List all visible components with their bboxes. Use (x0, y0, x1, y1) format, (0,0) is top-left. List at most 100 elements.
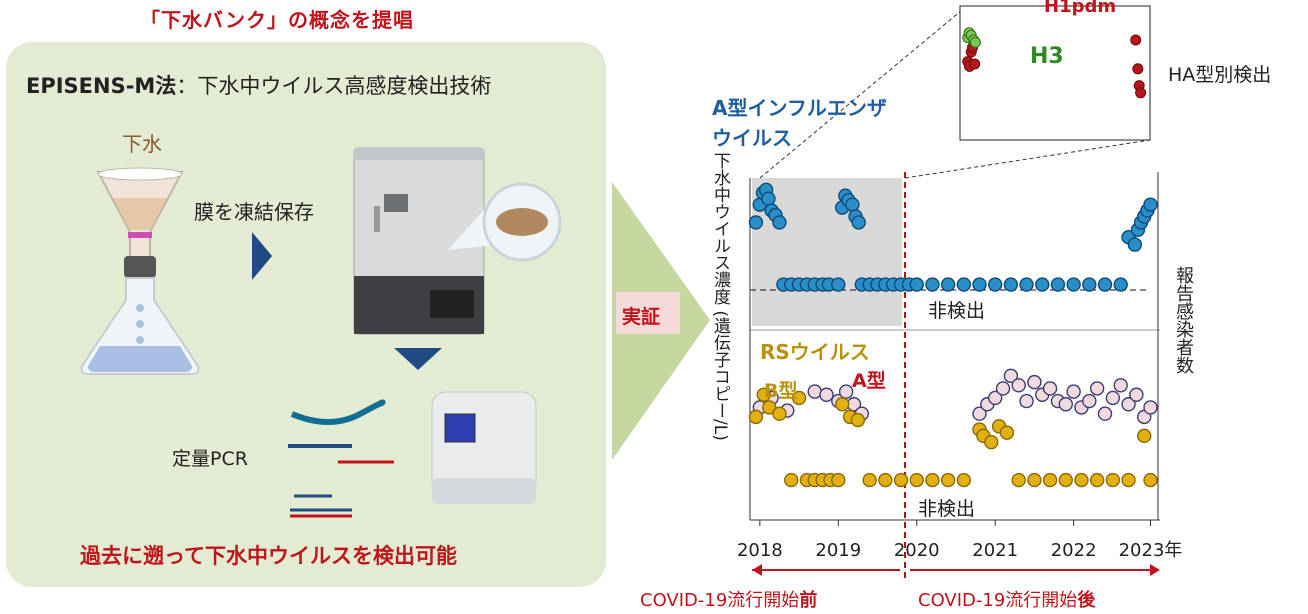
rs-b-label: B型 (764, 380, 798, 402)
x-tick-label: 2019 (815, 540, 861, 561)
data-point (1019, 393, 1034, 409)
data-point (1143, 400, 1158, 415)
data-point (1129, 387, 1144, 402)
data-point (1019, 277, 1034, 292)
data-point (1121, 397, 1136, 412)
data-point (1113, 378, 1128, 393)
retrospective-label: 過去に遡って下水中ウイルスを検出可能 (80, 544, 457, 568)
data-point (1089, 472, 1105, 488)
inset-data-point (969, 36, 981, 48)
inset-points (962, 27, 1147, 99)
method-description: 下水中ウイルス高感度検出技術 (197, 74, 492, 98)
data-point (1113, 277, 1128, 292)
data-point (1011, 378, 1026, 393)
inset-data-point (969, 58, 981, 70)
method-title: EPISENS-M法：下水中ウイルス高感度検出技術 (26, 70, 491, 100)
pcr-label: 定量PCR (172, 448, 248, 470)
inset-data-point (1132, 63, 1144, 75)
data-point (1121, 472, 1136, 488)
data-point (1137, 428, 1152, 444)
data-point (772, 215, 787, 230)
data-point (1066, 277, 1081, 292)
data-point (1097, 277, 1113, 292)
data-point (1127, 237, 1143, 252)
x-tick-label: 2023年 (1119, 540, 1183, 561)
data-point (909, 472, 924, 488)
data-point (850, 412, 866, 428)
data-point (1035, 277, 1050, 292)
data-point (987, 277, 1003, 292)
verify-box (616, 292, 680, 334)
data-point (925, 472, 940, 488)
data-point (1011, 472, 1026, 488)
ha-label: HA型別検出 (1168, 64, 1272, 86)
rs-a-label: A型 (852, 370, 886, 392)
data-point (1089, 381, 1105, 396)
data-point (1105, 472, 1121, 488)
data-point (748, 215, 764, 230)
not-detected-flu-label: 非検出 (928, 300, 986, 322)
covid-after-label: COVID-19流行開始後 (918, 590, 1096, 611)
data-point (748, 409, 764, 425)
x-tick-label: 2018 (737, 540, 783, 561)
membrane-label: 膜を凍結保存 (194, 200, 314, 224)
data-point (761, 191, 776, 206)
data-point (791, 390, 807, 406)
data-point (835, 397, 850, 412)
method-name: EPISENS-M法 (26, 74, 177, 98)
data-point (1027, 374, 1042, 390)
data-point (956, 277, 972, 292)
verify-label: 実証 (622, 306, 661, 328)
h1pdm-label: H1pdm (1044, 0, 1117, 17)
data-point (831, 277, 846, 292)
data-point (987, 390, 1003, 406)
data-point (1143, 472, 1158, 488)
h3-label: H3 (1030, 44, 1064, 69)
data-point (831, 472, 846, 488)
data-point (1027, 472, 1042, 488)
data-point (1058, 472, 1073, 488)
data-point (984, 434, 999, 450)
data-point (1097, 406, 1113, 421)
flu-label-line1: A型インフルエンザ (712, 96, 887, 120)
data-point (972, 406, 987, 421)
data-point (909, 277, 924, 292)
pre-covid-highlight (752, 178, 902, 326)
data-point (1066, 384, 1081, 399)
data-point (1143, 197, 1158, 212)
data-point (995, 381, 1011, 396)
data-point (940, 277, 956, 292)
data-point (845, 197, 860, 212)
data-point (940, 472, 956, 488)
concept-title: 「下水バンク」の概念を提唱 (140, 8, 414, 32)
not-detected-rs-label: 非検出 (918, 498, 976, 520)
data-point (784, 472, 799, 488)
data-point (838, 384, 854, 399)
data-point (1003, 368, 1019, 383)
flu-label-line2: ウイルス (712, 126, 792, 150)
y-axis-left-label: 下水中ウイルス濃度 (遺伝子コピー/L) (710, 152, 730, 441)
data-point (1105, 390, 1121, 406)
covid-before-label: COVID-19流行開始前 (640, 590, 818, 611)
data-point (893, 472, 909, 488)
data-point (1042, 381, 1058, 396)
data-point (772, 406, 787, 421)
x-tick-label: 2022 (1051, 540, 1097, 561)
data-point (1082, 393, 1097, 409)
verify-arrow (612, 182, 710, 460)
data-point (1074, 472, 1089, 488)
data-point (851, 215, 866, 230)
method-separator: ： (176, 74, 198, 98)
data-point (1058, 397, 1073, 412)
data-point (1042, 472, 1058, 488)
data-point (1082, 277, 1097, 292)
rs-label: RSウイルス (760, 340, 870, 364)
data-point (972, 277, 987, 292)
data-point (999, 425, 1015, 440)
inset-data-point (1130, 34, 1142, 46)
data-point (862, 472, 877, 488)
x-tick-label: 2020 (894, 540, 940, 561)
arrow-left-icon (752, 564, 762, 576)
data-point (807, 384, 822, 399)
